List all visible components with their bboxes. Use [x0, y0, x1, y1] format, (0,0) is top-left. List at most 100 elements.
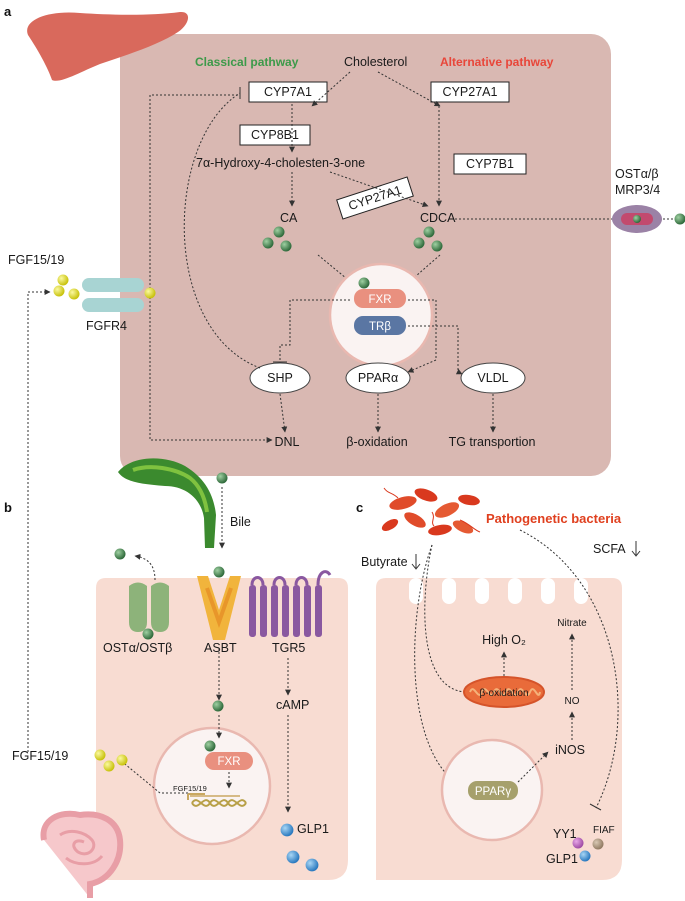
- bile-acid-dot: [273, 226, 285, 238]
- glp1-label: GLP1: [546, 852, 578, 866]
- decrease-arrow: [411, 554, 421, 570]
- bile-acid-dot: [280, 240, 292, 252]
- ppary-receptor: PPARγ: [468, 781, 518, 800]
- svg-text:CYP8B1: CYP8B1: [251, 128, 299, 142]
- yy1-label: YY1: [553, 827, 577, 841]
- fiaf-label: FIAF: [593, 825, 615, 836]
- no-label: NO: [565, 696, 580, 707]
- cyp27a1-top-box: CYP27A1: [430, 81, 510, 103]
- svg-text:CYP7B1: CYP7B1: [466, 157, 514, 171]
- fgf-dot: [144, 287, 156, 299]
- fgf-dot: [57, 274, 69, 286]
- asbt-label: ASBT: [204, 641, 237, 655]
- glp1-dot: [286, 850, 300, 864]
- ca-label: CA: [280, 211, 298, 225]
- alternative-pathway-label: Alternative pathway: [440, 55, 554, 69]
- svg-text:PPARγ: PPARγ: [475, 786, 511, 798]
- hepatocyte-cell: [120, 34, 611, 476]
- colonocyte-cell: [376, 578, 622, 880]
- mitochondrion-icon: [463, 676, 545, 708]
- bile-acid-dot: [262, 237, 274, 249]
- ppara-node: PPARα: [345, 362, 411, 394]
- cyp7b1-box: CYP7B1: [453, 153, 527, 175]
- intermediate-label: 7α-Hydroxy-4-cholesten-3-one: [196, 156, 365, 170]
- panel-c-label: c: [356, 500, 363, 515]
- bile-acid-dot: [413, 237, 425, 249]
- ost-label-1: OSTα/β: [615, 167, 659, 181]
- fgf-dot: [103, 760, 115, 772]
- nitrate-label: Nitrate: [557, 618, 587, 629]
- classical-pathway-label: Classical pathway: [195, 55, 299, 69]
- panel-b-label: b: [4, 500, 12, 515]
- boxidation-label: β-oxidation: [346, 435, 407, 449]
- fgf1519-top-label: FGF15/19: [8, 253, 64, 267]
- asbt-transporter: [197, 576, 241, 640]
- bacteria-cluster: [381, 487, 481, 536]
- vldl-node: VLDL: [460, 362, 526, 394]
- fgf-dot: [53, 285, 65, 297]
- microvilli: [409, 578, 588, 604]
- svg-text:CYP27A1: CYP27A1: [443, 85, 498, 99]
- boxidation-label: β-oxidation: [479, 688, 528, 699]
- cholesterol-label: Cholesterol: [344, 55, 407, 69]
- svg-text:VLDL: VLDL: [477, 371, 508, 385]
- decrease-arrow: [631, 541, 641, 557]
- camp-label: cAMP: [276, 698, 309, 712]
- svg-text:CYP7A1: CYP7A1: [264, 85, 312, 99]
- bile-label: Bile: [230, 515, 251, 529]
- svg-text:FXR: FXR: [218, 756, 241, 768]
- fgfr4-label: FGFR4: [86, 319, 127, 333]
- fgf-dot: [94, 749, 106, 761]
- bile-acid-dot: [216, 472, 228, 484]
- yy1-dot: [572, 837, 584, 849]
- fgf-dot: [116, 754, 128, 766]
- high-o2-label: High O₂: [482, 633, 526, 647]
- glp1-label: GLP1: [297, 822, 329, 836]
- gallbladder-icon: [118, 458, 216, 548]
- svg-text:FXR: FXR: [369, 294, 392, 306]
- tgr5-receptor: [249, 570, 332, 637]
- svg-text:PPARα: PPARα: [358, 371, 398, 385]
- cyp7a1-box: CYP7A1: [248, 81, 328, 103]
- glp1-dot: [280, 823, 294, 837]
- nucleus: [328, 262, 434, 368]
- bile-acid-dot: [423, 226, 435, 238]
- fiaf-dot: [592, 838, 604, 850]
- promoter-arrow: [187, 793, 205, 800]
- ost-label: OSTα/OSTβ: [103, 641, 172, 655]
- bile-acid-dot: [674, 213, 685, 225]
- intestine-icon: [40, 810, 124, 898]
- bile-acid-dot: [142, 628, 154, 640]
- butyrate-label: Butyrate: [361, 555, 408, 569]
- bile-acid-dot: [431, 240, 443, 252]
- bile-acid-dot: [114, 548, 126, 560]
- fxr-receptor: FXR: [354, 289, 406, 308]
- cyp27a1-mid-box: CYP27A1: [336, 176, 414, 220]
- bile-acid-dot: [212, 700, 224, 712]
- dnl-label: DNL: [274, 435, 299, 449]
- fgf-gene-label: FGF15/19: [173, 784, 207, 793]
- glp1-dot: [305, 858, 319, 872]
- bile-acid-dot: [358, 277, 370, 289]
- liver-icon: [27, 11, 189, 81]
- fxr-receptor: FXR: [205, 752, 253, 770]
- fgf1519-bottom-label: FGF15/19: [12, 749, 68, 763]
- bile-acid-dot: [204, 740, 216, 752]
- scfa-label: SCFA: [593, 542, 626, 556]
- inos-label: iNOS: [555, 743, 585, 757]
- ost-transporter: [612, 205, 662, 233]
- bile-acid-dot: [213, 566, 225, 578]
- tgr5-label: TGR5: [272, 641, 305, 655]
- cyp8b1-box: CYP8B1: [239, 124, 311, 146]
- fgf-dot: [68, 288, 80, 300]
- cdca-label: CDCA: [420, 211, 456, 225]
- shp-node: SHP: [249, 362, 311, 394]
- svg-text:TRβ: TRβ: [369, 321, 391, 333]
- bacteria-label: Pathogenetic bacteria: [486, 511, 622, 526]
- fgfr4-receptor: [82, 278, 144, 312]
- ost-transporter: [129, 582, 169, 632]
- panel-a-label: a: [4, 4, 12, 19]
- tg-transport-label: TG transportion: [449, 435, 536, 449]
- svg-text:SHP: SHP: [267, 371, 293, 385]
